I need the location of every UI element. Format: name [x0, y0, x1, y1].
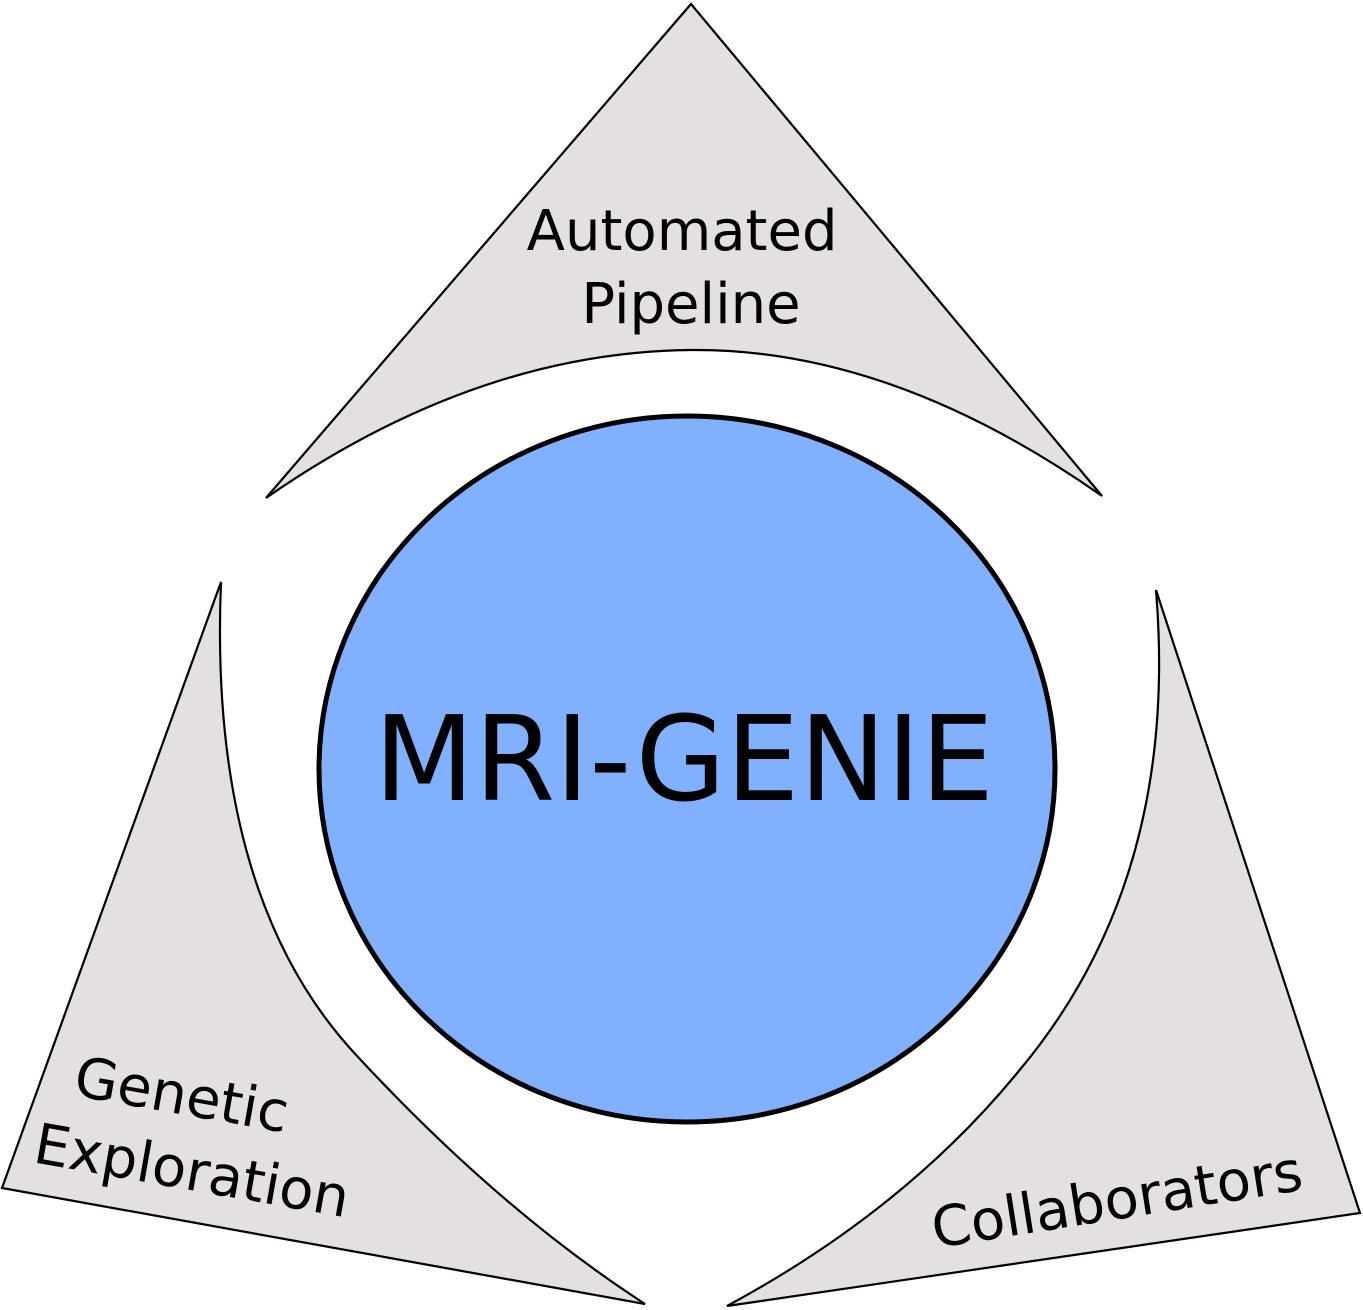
segment-genetic-exploration-shape	[0, 581, 646, 1306]
segment-automated-pipeline: Automated Pipeline	[265, 2, 1103, 499]
segment-collaborators-shape	[726, 589, 1362, 1308]
segment-automated-pipeline-line-1: Automated	[527, 199, 838, 264]
center-circle	[316, 413, 1058, 1125]
segment-automated-pipeline-shape	[265, 2, 1103, 499]
segment-automated-pipeline-line-2: Pipeline	[581, 272, 800, 337]
segment-automated-pipeline-label: Automated Pipeline	[527, 199, 856, 337]
center-label: MRI-GENIE	[374, 690, 994, 828]
center-node: MRI-GENIE	[316, 413, 1058, 1125]
